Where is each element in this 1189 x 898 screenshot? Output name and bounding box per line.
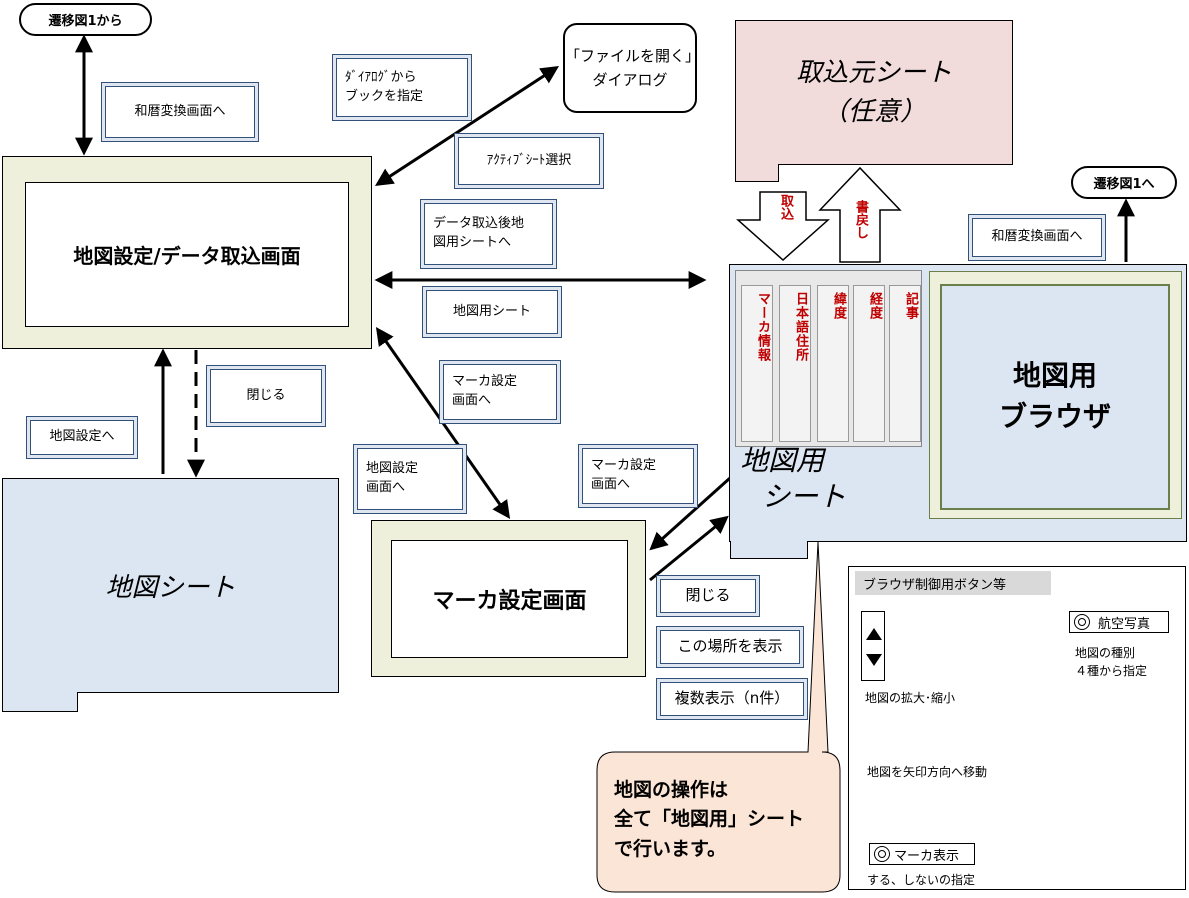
marker-close-button[interactable]: 閉じる <box>656 575 760 617</box>
map-settings-screen-button[interactable]: 地図設定 画面へ <box>353 444 467 514</box>
source-sheet-tab <box>735 164 779 182</box>
import-label: 取込 <box>778 194 793 220</box>
active-sheet-button[interactable]: ｱｸﾃｨﾌﾞｼｰﾄ選択 <box>454 133 604 189</box>
column-marker-info: マーカ情報 <box>741 285 773 442</box>
from-diagram1-label: 遷移図1から <box>48 14 123 29</box>
radio-icon <box>874 846 890 862</box>
dialog-book-button[interactable]: ﾀﾞｲｱﾛｸﾞから ブックを指定 <box>332 54 472 121</box>
wareki-button-left[interactable]: 和暦変換画面へ <box>101 82 259 142</box>
map-browser[interactable]: 地図用 ブラウザ <box>940 284 1170 510</box>
callout-text: 地図の操作は 全て「地図用」シート で行います。 <box>614 779 805 860</box>
move-label: 地図を矢印方向へ移動 <box>867 765 988 779</box>
arrow-main-dialog <box>374 66 560 186</box>
column-latitude: 緯度 <box>817 285 849 442</box>
browser-control-panel: ブラウザ制御用ボタン等 地図の拡大･縮小 航空写真 地図の種別 ４種から指定 地… <box>848 566 1186 890</box>
column-longitude: 経度 <box>853 285 885 442</box>
arrow-mapsheet-marker <box>649 476 732 551</box>
aerial-photo-button[interactable]: 航空写真 <box>1069 611 1169 633</box>
after-import-button[interactable]: データ取込後地 図用シートへ <box>420 199 557 269</box>
radio-icon <box>1074 614 1090 630</box>
map-type-label: 地図の種別 ４種から指定 <box>1075 646 1148 678</box>
chizu-sheet: 地図シート <box>2 478 339 693</box>
column-panel: マーカ情報 日本語住所 緯度 経度 記事 <box>735 270 922 447</box>
writeback-label: 書戻し <box>853 200 868 239</box>
main-screen-title: 地図設定/データ取込画面 <box>25 182 349 327</box>
column-address: 日本語住所 <box>779 285 811 442</box>
marker-screen-title: マーカ設定画面 <box>391 540 628 658</box>
marker-display-button[interactable]: マーカ表示 <box>869 843 975 865</box>
multi-display-button[interactable]: 複数表示（n件） <box>656 678 808 720</box>
arrow-marker-mapsheet <box>649 515 729 582</box>
marker-settings-button-1[interactable]: マーカ設定 画面へ <box>439 360 561 424</box>
column-article: 記事 <box>889 285 921 442</box>
panel-title: ブラウザ制御用ボタン等 <box>855 571 1051 595</box>
zoom-control[interactable] <box>861 611 885 681</box>
map-sheet-tab <box>730 541 808 559</box>
show-here-button[interactable]: この場所を表示 <box>656 626 804 668</box>
callout-shape <box>596 541 841 893</box>
marker-display-desc: する、しないの指定 <box>867 873 976 887</box>
zoom-label: 地図の拡大･縮小 <box>865 691 956 705</box>
map-settings-button[interactable]: 地図設定へ <box>26 416 138 459</box>
wareki-button-right[interactable]: 和暦変換画面へ <box>968 214 1106 261</box>
main-screen-frame: 地図設定/データ取込画面 <box>2 156 372 349</box>
map-sheet-button[interactable]: 地図用シート <box>422 286 562 338</box>
chizu-sheet-tab <box>2 692 78 712</box>
from-diagram1-terminal: 遷移図1から <box>19 3 152 36</box>
marker-screen-frame: マーカ設定画面 <box>371 520 646 677</box>
source-sheet: 取込元シート （任意） <box>735 20 1013 165</box>
import-block-arrow <box>736 191 830 262</box>
zoom-arrows-icon <box>866 628 882 666</box>
writeback-block-arrow <box>818 166 902 263</box>
map-sheet-title: 地図用 シート <box>740 444 847 514</box>
to-diagram1-terminal: 遷移図1へ <box>1071 166 1177 199</box>
close-button-main[interactable]: 閉じる <box>206 365 326 427</box>
to-diagram1-label: 遷移図1へ <box>1093 177 1155 192</box>
map-sheet: マーカ情報 日本語住所 緯度 経度 記事 地図用 シート 地図用 ブラウザ <box>729 264 1187 542</box>
file-open-dialog: 「ファイルを開く」 ダイアログ <box>563 23 700 113</box>
browser-frame: 地図用 ブラウザ <box>929 271 1182 519</box>
marker-settings-button-2[interactable]: マーカ設定 画面へ <box>578 444 698 508</box>
